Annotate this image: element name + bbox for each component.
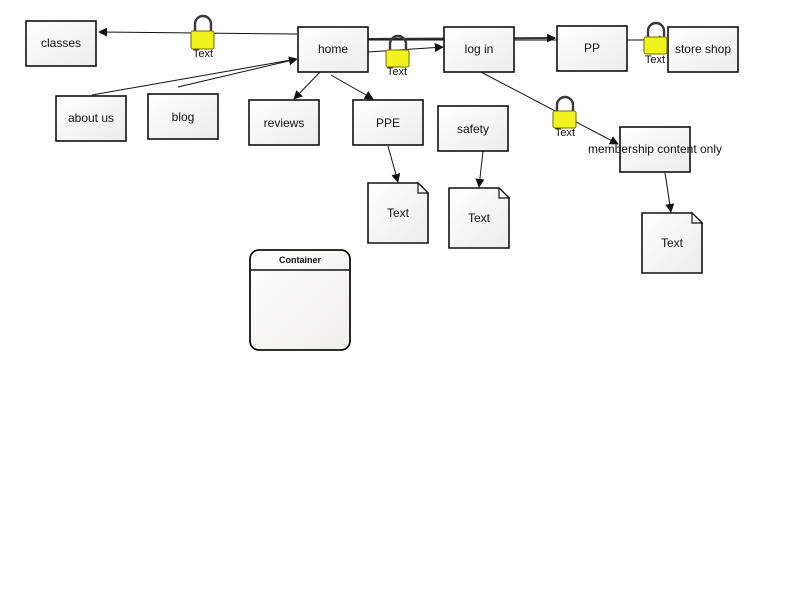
node-label-login: log in [465, 42, 494, 56]
node-label-store: store shop [675, 42, 731, 56]
lock-icon[interactable]: Text [385, 34, 410, 78]
document-label-safety: Text [468, 211, 491, 225]
node-label-blog: blog [172, 110, 195, 124]
document-membership[interactable]: Text [641, 211, 704, 274]
lock-icon[interactable]: Text [190, 14, 215, 60]
node-home[interactable]: home [297, 26, 369, 73]
node-label-pp: PP [584, 41, 600, 55]
edge-ppe-to-doc [387, 145, 401, 183]
node-label-ppe: PPE [376, 116, 400, 130]
node-membership[interactable]: membership content only [588, 126, 722, 173]
node-reviews[interactable]: reviews [248, 99, 320, 146]
container-title: Container [279, 255, 322, 265]
edge-home-to-ppe [330, 74, 374, 100]
node-label-home: home [318, 42, 348, 56]
node-ppe[interactable]: PPE [352, 99, 424, 146]
node-store[interactable]: store shop [667, 26, 739, 73]
node-safety[interactable]: safety [437, 105, 509, 152]
lock-label: Text [645, 54, 665, 66]
edge-home-to-reviews [293, 71, 321, 100]
document-safety[interactable]: Text [448, 186, 511, 249]
document-label-membership: Text [661, 236, 684, 250]
document-ppe[interactable]: Text [367, 181, 430, 244]
edge-blog-to-home [177, 56, 298, 88]
lock-label: Text [555, 127, 575, 139]
node-classes[interactable]: classes [25, 20, 97, 67]
node-label-reviews: reviews [264, 116, 305, 130]
node-pp[interactable]: PP [556, 25, 628, 72]
node-login[interactable]: log in [443, 26, 515, 73]
node-label-membership: membership content only [588, 142, 722, 156]
container-shape[interactable]: Container [249, 249, 351, 351]
node-label-safety: safety [457, 122, 489, 136]
lock-icon[interactable]: Text [643, 21, 668, 66]
lock-label: Text [193, 48, 213, 60]
edge-membership-to-doc [664, 172, 675, 213]
node-label-classes: classes [41, 36, 81, 50]
node-blog[interactable]: blog [147, 93, 219, 140]
node-about[interactable]: about us [55, 95, 127, 142]
lock-body [552, 110, 577, 129]
document-label-ppe: Text [387, 206, 410, 220]
edge-login-to-membership [478, 70, 619, 145]
edge-about-to-home [91, 58, 298, 96]
lock-icon[interactable]: Text [552, 95, 577, 139]
edge-safety-to-doc [475, 150, 485, 188]
lock-label: Text [387, 66, 407, 78]
lock-body [385, 49, 410, 68]
node-label-about: about us [68, 111, 114, 125]
lock-body [190, 30, 215, 50]
lock-body [643, 36, 668, 55]
